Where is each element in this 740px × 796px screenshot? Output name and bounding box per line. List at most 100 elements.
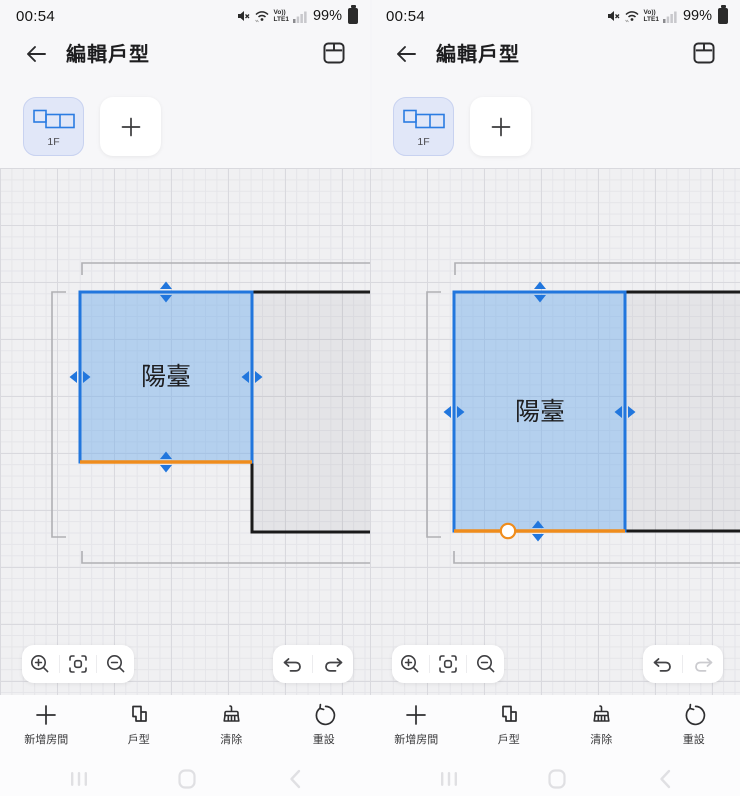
status-bar: 00:54 Vo)) LTE1 99% [0,0,370,32]
divider [428,655,430,673]
zoom-controls [22,645,134,683]
android-navbar [370,762,740,796]
tool-label: 新增房間 [394,734,439,746]
wall-drag-handle[interactable] [499,522,517,540]
plus-icon [36,705,57,725]
neighbor-room-walls [250,290,370,534]
undo-button[interactable] [274,645,311,683]
home-button[interactable] [174,766,200,792]
add-floor-button[interactable] [470,97,531,156]
fit-view-icon [69,655,87,673]
reset-button[interactable]: 重設 [278,702,371,747]
fit-view-button[interactable] [60,645,97,683]
tool-label: 戶型 [497,734,520,746]
page-title: 編輯戶型 [66,44,150,66]
status-bar: 00:54 Vo)) LTE1 99% [370,0,740,32]
neighbor-room-fill[interactable] [625,292,740,531]
undo-icon [283,658,302,672]
floorplan-canvas[interactable]: 陽臺 [370,168,740,695]
resize-handle-right[interactable] [241,371,263,383]
floorplan-button[interactable]: 戶型 [93,702,186,747]
resize-handle-top[interactable] [534,281,546,303]
reset-button[interactable]: 重設 [648,702,740,747]
floor-tab-1f[interactable]: 1F [393,97,454,156]
clock: 00:54 [16,7,56,25]
save-button[interactable] [690,39,718,67]
screen-after: 00:54 Vo)) LTE1 99% 編輯戶型 [370,0,740,796]
history-controls [643,645,723,683]
recents-icon [71,772,87,786]
bottom-toolbar: 新增房間 戶型 清除 重設 [370,695,740,762]
status-icons: Vo)) LTE1 99% [236,5,358,24]
home-button[interactable] [544,766,570,792]
add-floor-button[interactable] [100,97,161,156]
back-nav-button[interactable] [652,766,678,792]
zoom-out-button[interactable] [467,645,504,683]
zoom-controls [392,645,504,683]
battery-icon [718,5,728,24]
broom-icon [593,705,610,722]
redo-icon [694,658,713,672]
mute-icon [237,11,250,21]
arrow-left-icon [27,46,46,62]
reset-icon [315,703,335,726]
tool-label: 戶型 [127,734,150,746]
history-controls [273,645,353,683]
save-button[interactable] [320,39,348,67]
zoom-in-button[interactable] [22,645,59,683]
resize-handle-left[interactable] [69,371,91,383]
floorplan-button[interactable]: 戶型 [463,702,556,747]
undo-button[interactable] [644,645,681,683]
floorplan-canvas[interactable]: 陽臺 [0,168,370,695]
screen-before: 00:54 Vo)) LTE1 99% 編輯戶型 [0,0,370,792]
back-nav-button[interactable] [282,766,308,792]
resize-handle-bottom[interactable] [160,451,172,473]
broom-icon [223,705,240,722]
volte-label: Vo)) LTE1 [643,9,659,23]
fit-view-button[interactable] [430,645,467,683]
zoom-out-button[interactable] [97,645,134,683]
plus-icon [406,705,427,725]
divider [682,655,684,673]
neighbor-room-walls [623,290,740,533]
redo-button-disabled[interactable] [685,645,722,683]
zoom-out-icon [106,655,125,673]
plus-icon [491,117,510,136]
back-button[interactable] [22,40,50,68]
page-title: 編輯戶型 [436,44,520,66]
divider [466,655,468,673]
battery-icon [348,5,358,24]
recents-button[interactable] [436,766,462,792]
resize-handle-left[interactable] [443,406,465,418]
resize-handle-right[interactable] [614,406,636,418]
arrow-left-icon [397,46,416,62]
zoom-in-button[interactable] [392,645,429,683]
room-label: 陽臺 [515,398,565,426]
volte-label: Vo)) LTE1 [273,9,289,23]
redo-button[interactable] [315,645,352,683]
floor-tab-1f[interactable]: 1F [23,97,84,156]
resize-handle-top[interactable] [160,281,172,303]
reset-icon [685,703,705,726]
back-button[interactable] [392,40,420,68]
neighbor-room-fill[interactable] [252,292,370,532]
clear-button[interactable]: 清除 [555,702,648,747]
resize-handle-bottom[interactable] [532,520,544,542]
bottom-toolbar: 新增房間 戶型 清除 重設 [0,695,370,762]
floorplan-thumbnail-icon [32,109,75,128]
wifi-icon [624,11,639,23]
floorplan-icon [131,705,147,722]
save-icon [693,42,715,64]
home-icon [178,769,196,789]
battery-percent: 99% [312,8,342,24]
floor-tab-label: 1F [47,135,60,148]
redo-icon [324,658,343,672]
floorplan-scene: 陽臺 [426,262,740,564]
floorplan-scene: 陽臺 [51,262,370,564]
clear-button[interactable]: 清除 [185,702,278,747]
recents-button[interactable] [66,766,92,792]
add-room-button[interactable]: 新增房間 [0,702,93,747]
add-room-button[interactable]: 新增房間 [370,702,463,747]
clock: 00:54 [386,7,426,25]
